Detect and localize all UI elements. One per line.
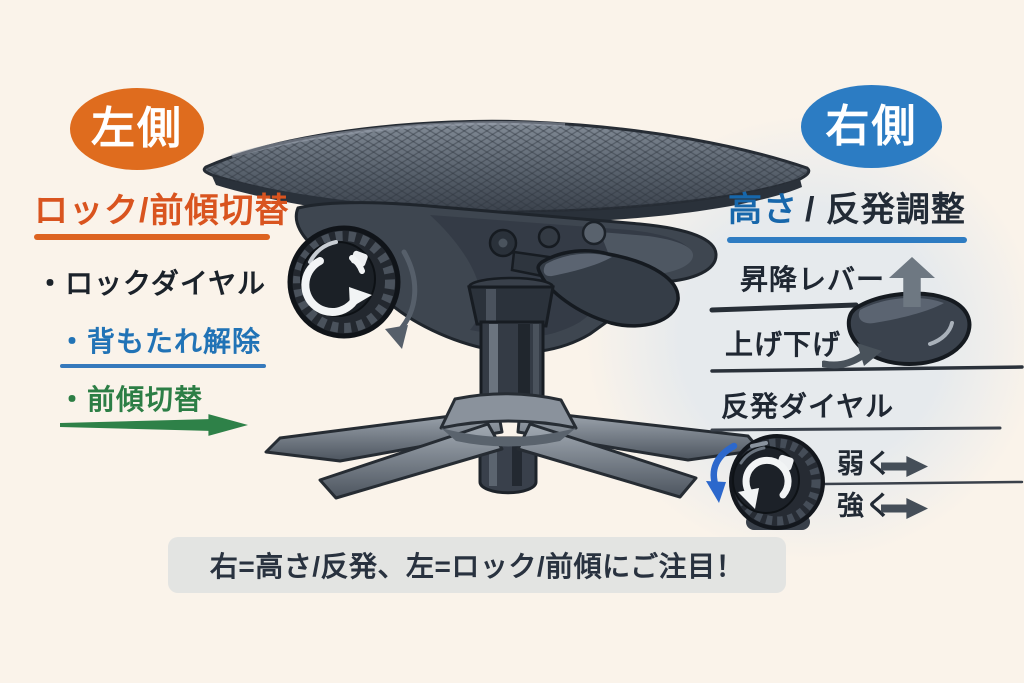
height-lever-illustration xyxy=(709,291,1024,373)
lock-dial xyxy=(287,225,401,339)
forward-tilt-item: ・前傾切替 xyxy=(58,384,204,415)
chair-base xyxy=(264,392,762,500)
rebound-dial-label: 反発ダイヤル xyxy=(721,391,895,422)
footer-note-text: 右=高さ/反発、左=ロック/前傾にご注目！ xyxy=(209,551,745,582)
weak-strong-divider xyxy=(820,480,1024,486)
backrest-release-underline xyxy=(60,364,266,368)
right-heading-highlight: 高さ xyxy=(728,191,798,229)
right-heading-rest: / 反発調整 xyxy=(805,191,966,229)
rebound-dial-illustration xyxy=(729,434,825,530)
backrest-release-item: ・背もたれ解除 xyxy=(58,326,262,357)
dial-rotation-arrow-icon xyxy=(385,249,418,349)
footer-note: 右=高さ/反発、左=ロック/前傾にご注目！ xyxy=(168,537,786,593)
right-heading: 高さ / 反発調整 xyxy=(728,193,966,227)
lock-dial-item: ・ロックダイヤル xyxy=(36,268,267,299)
green-right-arrow-icon xyxy=(60,414,248,436)
seat-cushion xyxy=(202,119,811,224)
up-down-label: 上げ下げ xyxy=(725,329,842,360)
chair-lever xyxy=(510,248,680,328)
rebound-section-rule xyxy=(710,426,1002,432)
curved-right-arrow-icon xyxy=(822,343,882,369)
left-side-badge: 左側 xyxy=(70,88,204,170)
left-badge-label: 左側 xyxy=(91,104,183,153)
left-heading-underline xyxy=(34,234,270,240)
lift-lever-label: 昇降レバー xyxy=(740,264,886,295)
right-badge-label: 右側 xyxy=(825,101,918,151)
right-heading-underline xyxy=(727,237,967,243)
left-heading: ロック/前傾切替 xyxy=(34,192,290,230)
blue-rotation-arrow-icon xyxy=(706,442,738,503)
right-side-badge: 右側 xyxy=(801,85,942,168)
